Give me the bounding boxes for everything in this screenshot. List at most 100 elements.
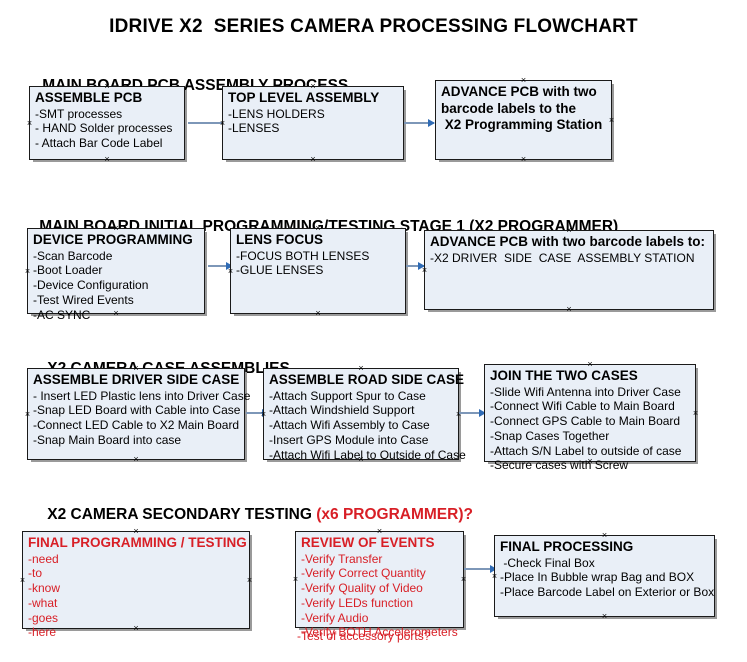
connector-road-side-to-join-cases[interactable] (459, 408, 486, 417)
resize-handle-right[interactable] (460, 576, 467, 583)
box-line: -Snap Main Board into case (33, 432, 182, 447)
box-line: -goes (28, 610, 59, 625)
box-line: -Verify Transfer (301, 551, 383, 566)
resize-handle-left[interactable] (24, 411, 31, 418)
box-line: -LENS HOLDERS (228, 106, 325, 121)
box-review-of-events[interactable]: REVIEW OF EVENTS -Verify Transfer -Verif… (292, 531, 467, 639)
box-line: -Verify Quality of Video (301, 581, 423, 596)
box-advance-pcb-to-driver-side-case[interactable]: ADVANCE PCB with two barcode labels to: … (424, 230, 714, 310)
box-title: REVIEW OF EVENTS (301, 535, 435, 550)
resize-handle-bottom[interactable] (601, 613, 608, 620)
connector-top-level-to-advance-pcb[interactable] (404, 118, 435, 127)
box-line: -Attach S/N Label to outside of case (490, 443, 682, 458)
resize-handle-bottom[interactable] (133, 456, 140, 463)
box-title: LENS FOCUS (236, 232, 324, 247)
resize-handle-bottom[interactable] (104, 156, 111, 163)
box-title: ASSEMBLE DRIVER SIDE CASE (33, 372, 240, 387)
resize-handle-top[interactable] (601, 532, 608, 539)
section-heading-x2-camera-secondary-testing: X2 CAMERA SECONDARY TESTING (x6 PROGRAMM… (30, 488, 473, 542)
box-line: -Attach Windshield Support (269, 403, 415, 418)
box-title: ASSEMBLE PCB (35, 90, 143, 105)
box-line: -what (28, 595, 58, 610)
resize-handle-left[interactable] (491, 573, 498, 580)
resize-handle-left[interactable] (19, 577, 26, 584)
box-line: -Secure cases with Screw (490, 458, 629, 473)
resize-handle-top[interactable] (358, 365, 365, 372)
box-line: -Verify BOTH Accelerometers (301, 625, 458, 640)
resize-handle-left[interactable] (26, 120, 33, 127)
box-line: -Connect Wifi Cable to Main Board (490, 399, 675, 414)
box-line: -AC SYNC (33, 307, 91, 322)
connector-device-programming-to-lens-focus[interactable] (208, 261, 233, 270)
box-title: FINAL PROCESSING (500, 539, 634, 554)
box-final-processing[interactable]: FINAL PROCESSING -Check Final Box -Place… (494, 535, 715, 617)
box-line: -here (28, 625, 57, 640)
box-line: -Attach Wifi Assembly to Case (269, 418, 430, 433)
box-line: -Test Wired Events (33, 292, 134, 307)
box-assemble-pcb[interactable]: ASSEMBLE PCB -SMT processes - HAND Solde… (29, 86, 185, 160)
resize-handle-right[interactable] (608, 117, 615, 124)
box-title: JOIN THE TWO CASES (490, 368, 638, 383)
box-line: -X2 DRIVER SIDE CASE ASSEMBLY STATION (430, 250, 695, 265)
box-line: -to (28, 566, 43, 581)
resize-handle-bottom[interactable] (315, 310, 322, 317)
box-line: -Snap LED Board with Cable into Case (33, 403, 241, 418)
resize-handle-bottom[interactable] (566, 306, 573, 313)
box-device-programming[interactable]: DEVICE PROGRAMMING -Scan Barcode -Boot L… (24, 228, 205, 322)
box-line: -Connect GPS Cable to Main Board (490, 414, 681, 429)
resize-handle-left[interactable] (24, 268, 31, 275)
box-advance-pcb-to-x2-programming-station[interactable]: ADVANCE PCB with two barcode labels to t… (435, 80, 612, 160)
box-line: -Slide Wifi Antenna into Driver Case (490, 384, 681, 399)
resize-handle-left[interactable] (292, 576, 299, 583)
box-line: -Place Barcode Label on Exterior or Box (500, 585, 715, 600)
box-line: -SMT processes (35, 106, 123, 121)
box-line: -Attach Support Spur to Case (269, 388, 426, 403)
box-title: TOP LEVEL ASSEMBLY (228, 90, 380, 105)
box-line: -FOCUS BOTH LENSES (236, 248, 370, 263)
box-assemble-driver-side-case[interactable]: ASSEMBLE DRIVER SIDE CASE - Insert LED P… (24, 368, 251, 463)
box-line: - Insert LED Plastic lens into Driver Ca… (33, 388, 251, 403)
box-line: -know (28, 581, 61, 596)
box-line: -Device Configuration (33, 278, 149, 293)
resize-handle-top[interactable] (587, 361, 594, 368)
box-line: -Scan Barcode (33, 248, 113, 263)
box-line: -Boot Loader (33, 263, 103, 278)
box-title: ADVANCE PCB with two barcode labels to: (430, 234, 706, 249)
box-final-programming-testing[interactable]: FINAL PROGRAMMING / TESTING -need -to -k… (19, 531, 253, 639)
box-line: - HAND Solder processes (35, 121, 173, 136)
page-title: IDRIVE X2 SERIES CAMERA PROCESSING FLOWC… (109, 16, 638, 37)
box-line: -GLUE LENSES (236, 263, 324, 278)
box-line: -Place In Bubble wrap Bag and BOX (500, 570, 695, 585)
box-title: ASSEMBLE ROAD SIDE CASE (269, 372, 465, 387)
connector-review-of-events-to-final-processing[interactable] (464, 564, 497, 573)
box-title: FINAL PROGRAMMING / TESTING (28, 535, 247, 550)
resize-handle-right[interactable] (246, 577, 253, 584)
connector-lens-focus-to-advance-pcb[interactable] (406, 261, 425, 270)
box-line: X2 Programming Station (441, 116, 603, 132)
box-line: -Verify Correct Quantity (301, 566, 426, 581)
resize-handle-top[interactable] (520, 77, 527, 84)
box-line: -Verify LEDs function (301, 595, 414, 610)
resize-handle-bottom[interactable] (310, 156, 317, 163)
box-line: -Connect LED Cable to X2 Main Board (33, 418, 240, 433)
box-lens-focus[interactable]: LENS FOCUS -FOCUS BOTH LENSES -GLUE LENS… (230, 228, 406, 314)
resize-handle-bottom[interactable] (520, 156, 527, 163)
box-title: DEVICE PROGRAMMING (33, 232, 193, 247)
box-line: -Check Final Box (500, 555, 595, 570)
resize-handle-right[interactable] (692, 410, 699, 417)
box-line: - Attach Bar Code Label (35, 136, 163, 151)
section-heading-text: X2 CAMERA SECONDARY TESTING (47, 506, 317, 523)
box-join-the-two-cases[interactable]: JOIN THE TWO CASES -Slide Wifi Antenna i… (484, 361, 699, 472)
box-line: -need (28, 551, 59, 566)
box-assemble-road-side-case[interactable]: ASSEMBLE ROAD SIDE CASE -Attach Support … (263, 365, 466, 462)
box-line: barcode labels to the (441, 100, 577, 116)
box-review-of-events-overflow-line: -Test of accessory ports? (297, 629, 431, 643)
box-line: -Snap Cases Together (490, 428, 610, 443)
box-line: -Insert GPS Module into Case (269, 432, 429, 447)
box-title: ADVANCE PCB with two (441, 84, 597, 99)
section-heading-accent: (x6 PROGRAMMER)? (316, 506, 473, 523)
box-line: -Verify Audio (301, 610, 369, 625)
box-line: -LENSES (228, 121, 280, 136)
box-top-level-assembly[interactable]: TOP LEVEL ASSEMBLY -LENS HOLDERS -LENSES (222, 86, 404, 160)
